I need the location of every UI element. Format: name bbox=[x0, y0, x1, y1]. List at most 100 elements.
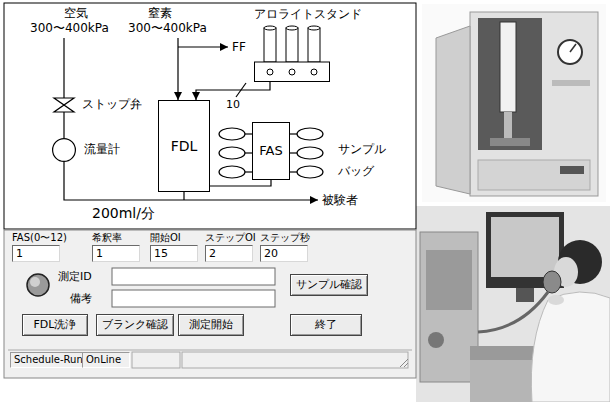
software-window bbox=[112, 268, 275, 285]
piping bbox=[63, 38, 64, 98]
valve-symbol bbox=[54, 98, 74, 112]
alolite-tube bbox=[286, 28, 298, 62]
stand-knob bbox=[267, 69, 273, 75]
sample-bag bbox=[297, 147, 323, 159]
number-field: 1 bbox=[92, 245, 140, 262]
measurement-photo bbox=[478, 292, 548, 332]
subject-label: 被験者 bbox=[322, 193, 358, 207]
field-label: ステップ秒 bbox=[260, 232, 310, 244]
meter-symbol bbox=[52, 138, 76, 162]
ui-button: ブランク確認 bbox=[96, 314, 174, 336]
node-text: Schedule-Run bbox=[14, 354, 83, 366]
ui-button: 測定開始 bbox=[178, 314, 244, 336]
measurement-photo bbox=[416, 206, 610, 402]
pipe-connector bbox=[210, 180, 271, 186]
sample-bag bbox=[219, 147, 245, 159]
gas-label: 窒素 bbox=[148, 6, 172, 20]
sample-bag bbox=[219, 166, 245, 178]
stand-base bbox=[255, 62, 330, 82]
software-window bbox=[112, 290, 275, 307]
software-window bbox=[182, 352, 408, 368]
pipe-connector bbox=[196, 82, 270, 100]
fas-box: FAS bbox=[252, 122, 290, 180]
alolite-stand: アロライトスタンド bbox=[254, 26, 330, 82]
measurement-photo bbox=[531, 292, 610, 402]
node-text: 2 bbox=[209, 247, 216, 260]
outlet-label: FF bbox=[232, 40, 246, 54]
field-label: 測定ID bbox=[58, 270, 92, 283]
flow-rate-label: 200ml/分 bbox=[92, 205, 155, 222]
pressure-label: 300〜400kPa bbox=[128, 21, 207, 35]
ui-button: FDL洗浄 bbox=[22, 314, 88, 336]
instrument-photo bbox=[500, 22, 516, 112]
measurement-photo bbox=[516, 288, 534, 302]
gas-label: 空気 bbox=[64, 6, 88, 20]
field-label: 希釈率 bbox=[92, 232, 122, 244]
software-window bbox=[400, 359, 408, 367]
alolite-tube bbox=[308, 26, 320, 30]
measurement-photo bbox=[491, 217, 559, 277]
stop-valve: ストップ弁 bbox=[54, 98, 74, 112]
node-text: FDL bbox=[171, 138, 198, 155]
instrument-photo bbox=[478, 18, 542, 150]
software-window bbox=[132, 352, 180, 368]
alolite-tube bbox=[286, 26, 298, 30]
piping bbox=[178, 46, 228, 47]
software-window bbox=[4, 230, 416, 378]
instrument-photo bbox=[422, 4, 606, 202]
meter-symbol bbox=[53, 139, 76, 162]
software-window bbox=[4, 230, 416, 378]
piping bbox=[183, 192, 184, 200]
pipe-connector bbox=[63, 112, 64, 138]
measurement-photo bbox=[426, 250, 472, 310]
piping bbox=[245, 133, 252, 134]
status-cell: Schedule-Run bbox=[10, 352, 89, 368]
instrument-photo bbox=[422, 4, 606, 202]
node-text: 20 bbox=[264, 247, 278, 260]
schematic-frame bbox=[4, 3, 416, 229]
field-label: ステップOI bbox=[205, 232, 256, 244]
stand-drawing bbox=[254, 26, 330, 82]
instrument-photo bbox=[560, 166, 584, 174]
instrument-photo bbox=[552, 80, 590, 86]
valve-symbol bbox=[54, 98, 74, 112]
piping bbox=[290, 171, 297, 172]
node-text: OnLine bbox=[86, 354, 121, 366]
instrument-photo bbox=[470, 12, 598, 196]
number-field: 2 bbox=[205, 245, 253, 262]
instrument-photo bbox=[478, 160, 590, 190]
bag-label: サンプル バッグ bbox=[338, 138, 396, 182]
field-label: FAS(0〜12) bbox=[12, 232, 67, 244]
flow-meter: 流量計 bbox=[52, 138, 76, 162]
number-field: 15 bbox=[150, 245, 198, 262]
alolite-tube bbox=[264, 28, 276, 62]
pressure-label: 300〜400kPa bbox=[30, 21, 109, 35]
node-text: 測定開始 bbox=[189, 318, 233, 331]
node-text: 1 bbox=[16, 247, 23, 260]
node-text: 1 bbox=[96, 247, 103, 260]
node-text: ストップ弁 bbox=[82, 96, 142, 113]
number-field: 1 bbox=[12, 245, 60, 262]
node-text: 流量計 bbox=[84, 141, 120, 158]
software-window bbox=[30, 277, 40, 287]
node-text: ブランク確認 bbox=[102, 318, 168, 331]
measurement-photo bbox=[420, 232, 478, 382]
node-text: FDL洗浄 bbox=[34, 318, 77, 331]
fdl-box: FDL bbox=[158, 100, 210, 192]
field-label: 開始OI bbox=[150, 232, 181, 244]
ui-button: サンプル確認 bbox=[290, 274, 368, 296]
instrument-photo bbox=[570, 44, 576, 52]
software-window bbox=[404, 363, 408, 367]
instrument-photo bbox=[436, 26, 470, 194]
node-text: 15 bbox=[154, 247, 168, 260]
status-cell: OnLine bbox=[82, 352, 130, 368]
node-text: 終了 bbox=[315, 318, 337, 331]
field-label: 備考 bbox=[70, 292, 92, 305]
count-label: 10 bbox=[226, 98, 240, 111]
instrument-photo bbox=[490, 138, 530, 146]
number-field: 20 bbox=[260, 245, 308, 262]
stand-knob bbox=[289, 69, 295, 75]
